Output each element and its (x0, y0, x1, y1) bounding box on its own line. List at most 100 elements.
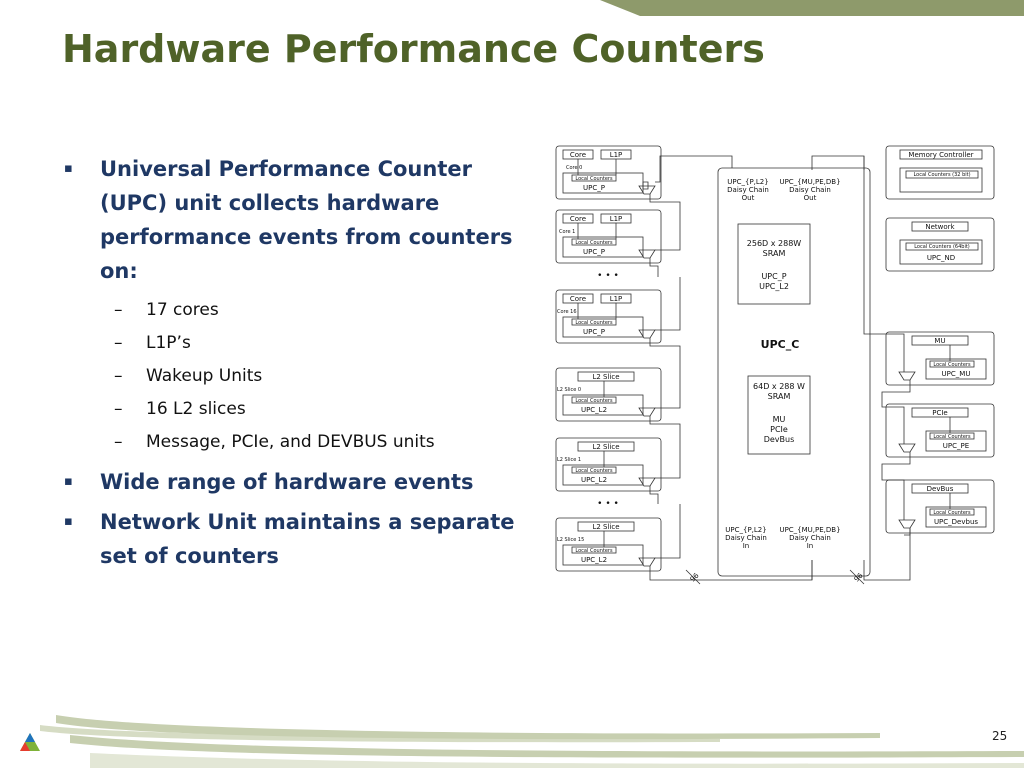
l1p-label: L1P (610, 215, 623, 223)
sub-bullet-text: Message, PCIe, and DEVBUS units (146, 432, 435, 452)
bullet-item: ▪ Wide range of hardware events (62, 465, 522, 499)
l2-slice-label: L2 Slice (592, 443, 619, 451)
local-counters-64-label: Local Counters (64bit) (914, 244, 970, 250)
slide-title: Hardware Performance Counters (62, 27, 765, 71)
ellipsis-label: • • • (597, 271, 619, 281)
local-counters-label: Local Counters (575, 176, 613, 182)
local-counters-label: Local Counters (933, 362, 971, 368)
core-index-label: Core 1 (559, 229, 575, 235)
l2-slice-index-label: L2 Slice 15 (557, 537, 584, 543)
l2-slice-index-label: L2 Slice 1 (557, 457, 581, 463)
chain-out-left-line1: UPC_{P,L2} (727, 178, 768, 186)
upc-mu-label: UPC_MU (942, 370, 971, 378)
devbus-label: DevBus (927, 485, 954, 493)
upc-l2-label: UPC_L2 (581, 556, 607, 564)
chain-out-right-line1: UPC_{MU,PE,DB} (779, 178, 840, 186)
local-counters-label: Local Counters (575, 240, 613, 246)
chain-in-left-line1: UPC_{P,L2} (725, 526, 766, 534)
mu-label: MU (934, 337, 945, 345)
footer-band (20, 715, 1024, 768)
upc-p-label: UPC_P (583, 248, 605, 256)
bus-width-label: 96 (689, 571, 701, 583)
chain-in-left-line2: Daisy Chain (725, 534, 767, 542)
upc-p-label: UPC_P (583, 328, 605, 336)
sub-bullet-item: – Message, PCIe, and DEVBUS units (62, 426, 522, 459)
bullet-text: Universal Performance Counter (UPC) unit… (100, 157, 513, 283)
chain-out-left-line3: Out (742, 194, 755, 202)
local-counters-label: Local Counters (575, 320, 613, 326)
l2-slice-label: L2 Slice (592, 373, 619, 381)
sub-bullet-item: – L1P’s (62, 327, 522, 360)
core-label: Core (570, 295, 586, 303)
sram2-line2: SRAM (768, 392, 791, 401)
bullet-item: ▪ Universal Performance Counter (UPC) un… (62, 152, 522, 288)
sram-block-mu-pcie-devbus (747, 375, 811, 455)
upc-l2-label: UPC_L2 (581, 476, 607, 484)
local-counters-label: Local Counters (933, 434, 971, 440)
upc-pe-label: UPC_PE (943, 442, 969, 450)
core-label: Core (570, 151, 586, 159)
core-index-label: Core 16 (557, 309, 577, 315)
chain-out-left-line2: Daisy Chain (727, 186, 769, 194)
sub-bullet-item: –17 cores (62, 294, 522, 327)
chain-in-right-line3: In (807, 542, 814, 550)
logo-icon (20, 733, 40, 751)
sram1-line5: UPC_L2 (759, 282, 789, 291)
sram1-line4: UPC_P (761, 272, 786, 281)
upc-devbus-label: UPC_Devbus (934, 518, 978, 526)
bullet-marker: ▪ (64, 474, 73, 489)
sram1-line2: SRAM (763, 249, 786, 258)
sram1-line1: 256D x 288W (747, 239, 802, 248)
l1p-label: L1P (610, 151, 623, 159)
core-index-label: Core 0 (566, 165, 582, 171)
chain-in-left-line3: In (743, 542, 750, 550)
bullet-list: ▪ Universal Performance Counter (UPC) un… (62, 152, 522, 579)
ellipsis-label: • • • (597, 499, 619, 509)
chain-in-right-line1: UPC_{MU,PE,DB} (779, 526, 840, 534)
upc-p-label: UPC_P (583, 184, 605, 192)
network-label: Network (925, 223, 955, 231)
local-counters-label: Local Counters (575, 398, 613, 404)
chain-out-right-line2: Daisy Chain (789, 186, 831, 194)
sub-bullet-item: – Wakeup Units (62, 360, 522, 393)
sram-block-upc-p-l2 (737, 223, 811, 305)
sram2-line1: 64D x 288 W (753, 382, 805, 391)
local-counters-label: Local Counters (933, 510, 971, 516)
sub-bullet-item: – 16 L2 slices (62, 393, 522, 426)
local-counters-label: Local Counters (575, 468, 613, 474)
upc-nd-label: UPC_ND (927, 254, 955, 262)
bullet-text: Wide range of hardware events (100, 470, 474, 494)
dash-marker: – (114, 300, 123, 320)
local-counters-box (571, 174, 617, 182)
local-counters-32-label: Local Counters (32 bit) (913, 172, 970, 178)
sram2-line4: MU (773, 415, 786, 424)
page-number: 25 (992, 729, 1008, 743)
core-label: Core (570, 215, 586, 223)
sub-bullet-text: L1P’s (146, 333, 191, 353)
bullet-marker: ▪ (64, 514, 73, 529)
pcie-label: PCIe (932, 409, 947, 417)
dash-marker: – (114, 399, 123, 419)
chain-out-right-line3: Out (804, 194, 817, 202)
sub-bullet-text: Wakeup Units (146, 366, 263, 386)
upc-architecture-diagram: Core L1P Core 0 Local Counters UPC_P Cor… (555, 145, 995, 585)
l2-slice-label: L2 Slice (592, 523, 619, 531)
local-counters-label: Local Counters (575, 548, 613, 554)
upc-l2-label: UPC_L2 (581, 406, 607, 414)
sub-bullet-text: 16 L2 slices (146, 399, 246, 419)
dash-marker: – (114, 333, 123, 353)
dash-marker: – (114, 432, 123, 452)
top-decorative-band (600, 0, 1024, 16)
sram2-line6: DevBus (764, 435, 795, 444)
chain-in-right-line2: Daisy Chain (789, 534, 831, 542)
bullet-item: ▪ Network Unit maintains a separate set … (62, 505, 522, 573)
l1p-label: L1P (610, 295, 623, 303)
l2-slice-index-label: L2 Slice 0 (557, 387, 581, 393)
sram2-line5: PCIe (770, 425, 788, 434)
memory-controller-label: Memory Controller (908, 151, 973, 159)
bullet-marker: ▪ (64, 161, 73, 176)
bullet-text: Network Unit maintains a separate set of… (100, 510, 515, 568)
dash-marker: – (114, 366, 123, 386)
upc-c-label: UPC_C (761, 338, 800, 351)
sub-bullet-list: –17 cores – L1P’s – Wakeup Units – 16 L2 sl… (62, 294, 522, 459)
